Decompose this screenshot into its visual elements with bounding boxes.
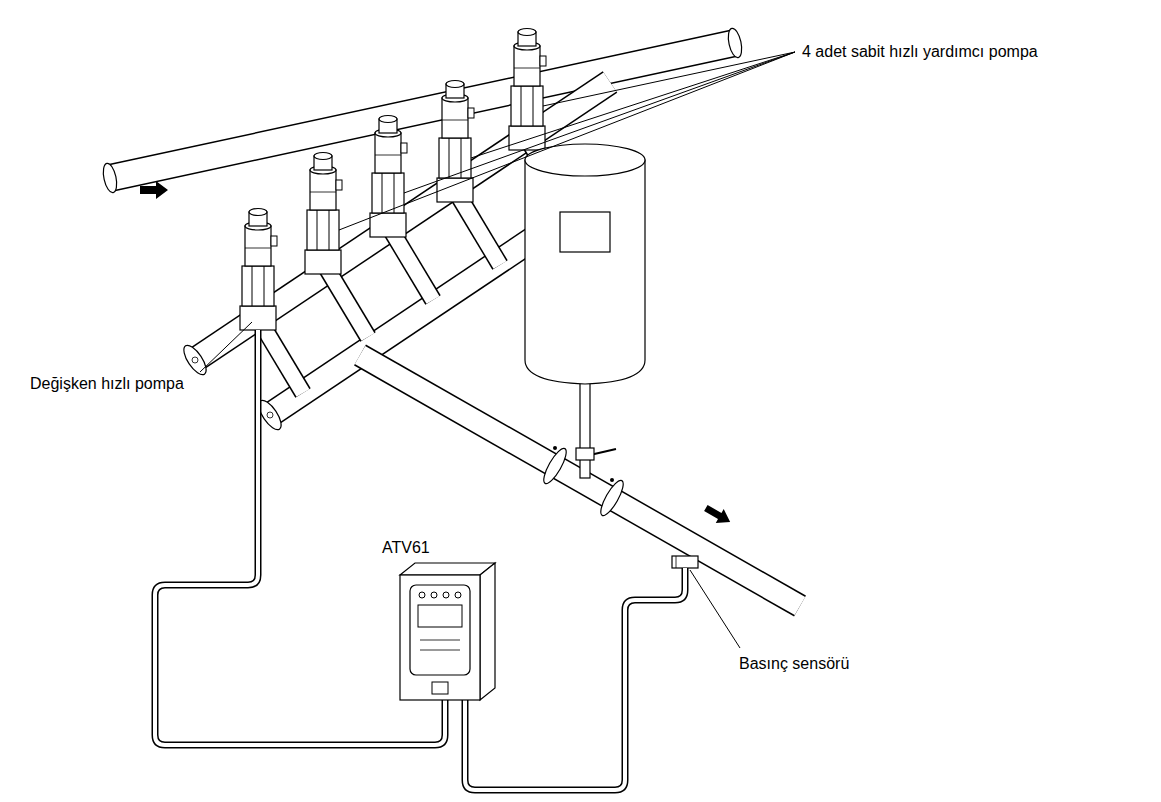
- atv61-drive: [455, 592, 461, 598]
- atv61-drive: [400, 563, 495, 700]
- atv61-drive: [480, 563, 495, 700]
- leader-line: [404, 52, 795, 193]
- variable-speed-pump: [240, 209, 277, 331]
- callout-label: Değişken hızlı pompa: [28, 374, 186, 393]
- atv61-drive: [420, 640, 460, 641]
- device-label: ATV61: [380, 538, 432, 557]
- suction-pipe: [101, 162, 119, 194]
- atv61-drive: [410, 585, 470, 675]
- atv61-drive: [432, 682, 448, 694]
- cable: [465, 568, 685, 790]
- leader-line: [471, 52, 795, 158]
- leader-line: [200, 52, 795, 648]
- fixed-speed-pump: [305, 29, 546, 275]
- cable: [465, 568, 685, 790]
- pump-header: [192, 357, 198, 363]
- atv61-drive: [443, 592, 449, 598]
- discharge-pipe: [597, 478, 627, 519]
- discharge-pipe: [360, 355, 800, 606]
- pressure-sensor: [676, 556, 677, 568]
- discharge-pipe: [540, 446, 570, 487]
- fixed-speed-pump: [305, 153, 342, 275]
- discharge-pipe: [610, 478, 614, 482]
- atv61-drive: [400, 575, 480, 700]
- atv61-drive: [418, 605, 462, 627]
- discharge-pipe: [702, 501, 734, 529]
- discharge-pipe: [553, 446, 557, 450]
- atv61-drive: [419, 592, 425, 598]
- pressure-tank: [560, 212, 610, 252]
- variable-speed-pump: [240, 209, 277, 331]
- atv61-drive: [420, 650, 460, 651]
- pressure-tank: [576, 448, 594, 460]
- pressure-tank: [580, 380, 590, 478]
- fixed-speed-pump: [370, 116, 407, 238]
- pressure-sensor: [672, 556, 698, 568]
- discharge-pipe: [360, 355, 800, 606]
- callout-label: Basınç sensörü: [737, 654, 851, 673]
- suction-pipe: [110, 43, 735, 178]
- discharge-pipe: [360, 355, 800, 606]
- fixed-speed-pump: [437, 81, 474, 203]
- pressure-tank: [525, 144, 645, 176]
- suction-pipe: [101, 27, 744, 199]
- pump-header: [180, 342, 211, 378]
- suction-pipe: [726, 27, 744, 59]
- suction-pipe: [110, 43, 735, 178]
- discharge-header: [267, 412, 273, 418]
- leader-line: [200, 322, 252, 372]
- suction-pipe: [140, 181, 168, 199]
- pressure-tank: [525, 160, 645, 384]
- atv61-drive: [431, 592, 437, 598]
- callout-label: 4 adet sabit hızlı yardımcı pompa: [800, 42, 1040, 61]
- atv61-drive: [400, 563, 495, 575]
- leader-line: [339, 52, 795, 230]
- pressure-sensor: [672, 556, 698, 568]
- cable: [155, 330, 685, 790]
- pressure-tank: [525, 144, 645, 478]
- fixed-speed-pump: [509, 29, 546, 151]
- leader-line: [690, 570, 740, 648]
